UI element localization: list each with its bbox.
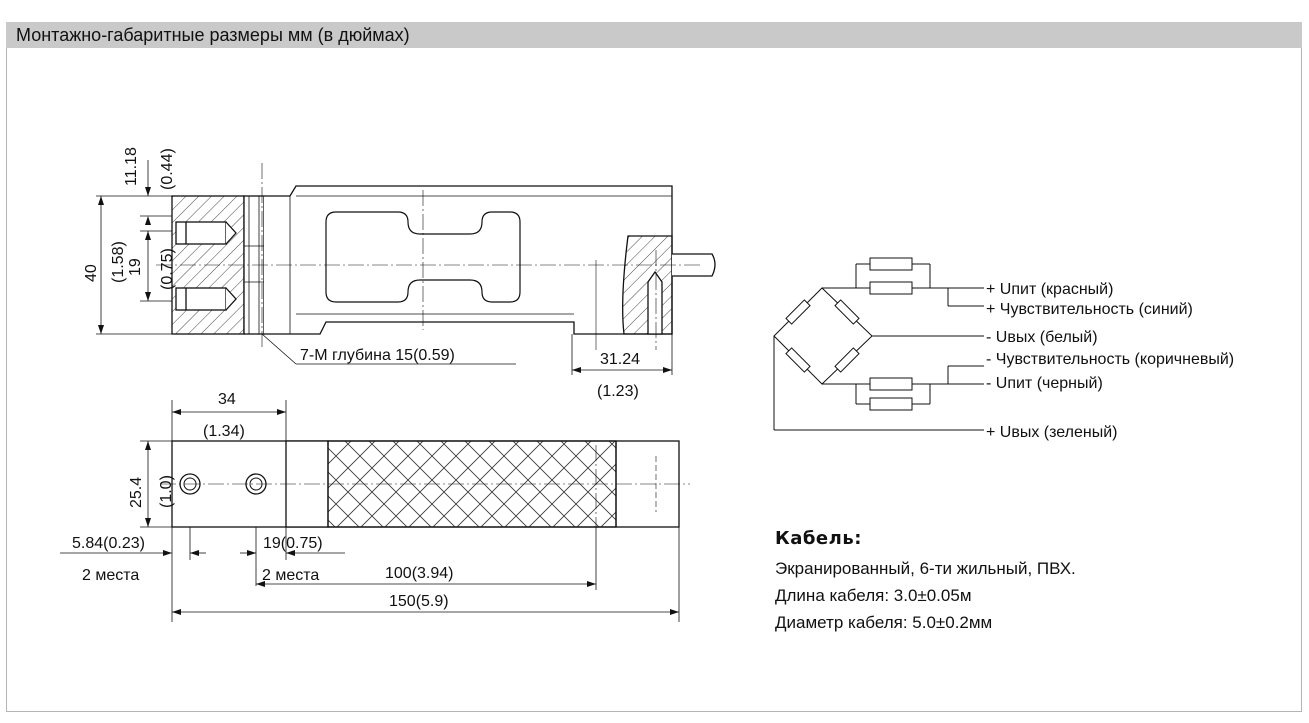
cable-length: Длина кабеля: 3.0±0.05м [775, 586, 972, 605]
dim-1-0: (1.0) [158, 475, 175, 508]
dim-5-84: 5.84(0.23) [72, 535, 145, 552]
cable-spec: Кабель: Экранированный, 6-ти жильный, ПВ… [775, 528, 1076, 636]
section-title: Монтажно-габаритные размеры мм (в дюймах… [16, 25, 410, 45]
top-view [60, 400, 690, 622]
cable-diameter: Диаметр кабеля: 5.0±0.2мм [775, 613, 993, 632]
places-mid: 2 места [262, 567, 319, 584]
places-left: 2 места [82, 567, 139, 584]
side-view-dimensions: 11.18 (0.44) 40 (1.58) 19 (0.75) 7-M глу… [83, 147, 640, 400]
wire-label-pos-sense: + Чувствительность (синий) [986, 301, 1193, 318]
wire-label-neg-sense: - Чувствительность (коричневый) [986, 351, 1234, 368]
cable-type: Экранированный, 6-ти жильный, ПВХ. [775, 559, 1076, 578]
dim-1-23: (1.23) [597, 383, 639, 400]
side-view [96, 160, 716, 375]
dim-19: 19 [127, 258, 144, 276]
dim-150: 150(5.9) [389, 593, 449, 610]
dim-0-75: (0.75) [159, 248, 176, 290]
dim-40: 40 [83, 264, 100, 282]
dim-0-44: (0.44) [159, 148, 176, 190]
dim-11-18: 11.18 [123, 147, 140, 186]
wire-label-neg-output: - Uвых (белый) [986, 329, 1098, 346]
thread-note: 7-M глубина 15(0.59) [300, 347, 455, 364]
wiring-labels: + Uпит (красный) + Чувствительность (син… [986, 281, 1234, 441]
dim-100: 100(3.94) [385, 565, 454, 582]
wiring-diagram [773, 257, 984, 431]
dim-1-58: (1.58) [110, 241, 127, 283]
wire-label-neg-supply: - Uпит (черный) [986, 375, 1103, 392]
dim-25-4: 25.4 [128, 477, 145, 508]
dim-19-075: 19(0.75) [263, 535, 323, 552]
dim-34: 34 [218, 391, 236, 408]
drawing-frame [6, 22, 1302, 712]
dim-1-34: (1.34) [203, 423, 245, 440]
cable-title: Кабель: [775, 528, 862, 549]
wire-label-pos-supply: + Uпит (красный) [986, 281, 1113, 298]
dim-31-24: 31.24 [600, 351, 640, 368]
wire-label-pos-output: + Uвых (зеленый) [986, 424, 1117, 441]
section-header: Монтажно-габаритные размеры мм (в дюймах… [6, 22, 1302, 48]
top-view-dimensions: 34 (1.34) 25.4 (1.0) 5.84(0.23) 2 места … [72, 391, 454, 610]
